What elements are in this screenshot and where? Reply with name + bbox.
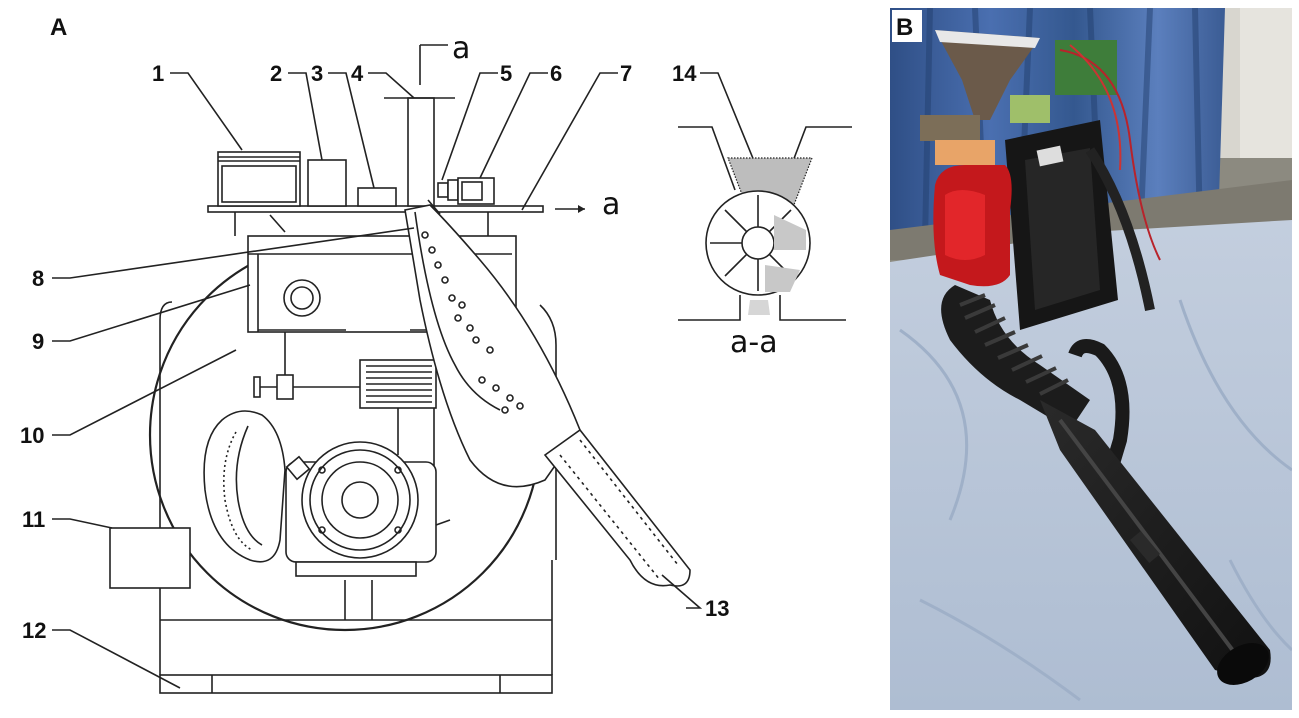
callout-3: 3: [311, 61, 323, 86]
blower-fan-unit: [285, 441, 451, 577]
section-view-label: a-a: [730, 325, 778, 360]
panel-b-letter: B: [896, 14, 913, 41]
callout-13: 13: [705, 596, 729, 621]
stepper-motor: [437, 177, 495, 205]
hopper-tube: [384, 97, 455, 207]
callout-7: 7: [620, 61, 632, 86]
section-marker-top-label: a: [452, 31, 470, 66]
controller-box: [307, 159, 347, 207]
callout-8: 8: [32, 266, 44, 291]
panel-b-photo: B: [890, 8, 1292, 710]
throttle-rod: [253, 332, 360, 400]
callout-4: 4: [351, 61, 364, 86]
callout-2: 2: [270, 61, 282, 86]
leader-lines: [52, 72, 771, 689]
callout-1: 1: [152, 61, 164, 86]
section-marker: a a: [419, 31, 620, 222]
backpack-blower-photo: [890, 8, 1292, 710]
section-view-a-a: a-a: [678, 126, 852, 360]
panel-a-letter: A: [50, 14, 67, 41]
battery-box: [217, 151, 301, 207]
section-marker-right-label: a: [602, 187, 620, 222]
callout-12: 12: [22, 618, 46, 643]
callout-11: 11: [22, 507, 45, 532]
discharge-pipe: [404, 199, 691, 587]
callout-9: 9: [32, 329, 44, 354]
callout-5: 5: [500, 61, 512, 86]
callout-14: 14: [672, 61, 697, 86]
callout-6: 6: [550, 61, 562, 86]
top-platform: [207, 205, 544, 236]
control-box: [109, 527, 191, 589]
motor-driver: [357, 187, 397, 207]
intake-hose: [203, 410, 286, 563]
callout-labels: 1 2 3 4 5 6 7 8 9 10 11 12 13 14: [20, 61, 729, 643]
panel-a-diagram: A: [20, 14, 852, 694]
base-frame: [159, 560, 553, 694]
callout-10: 10: [20, 423, 44, 448]
